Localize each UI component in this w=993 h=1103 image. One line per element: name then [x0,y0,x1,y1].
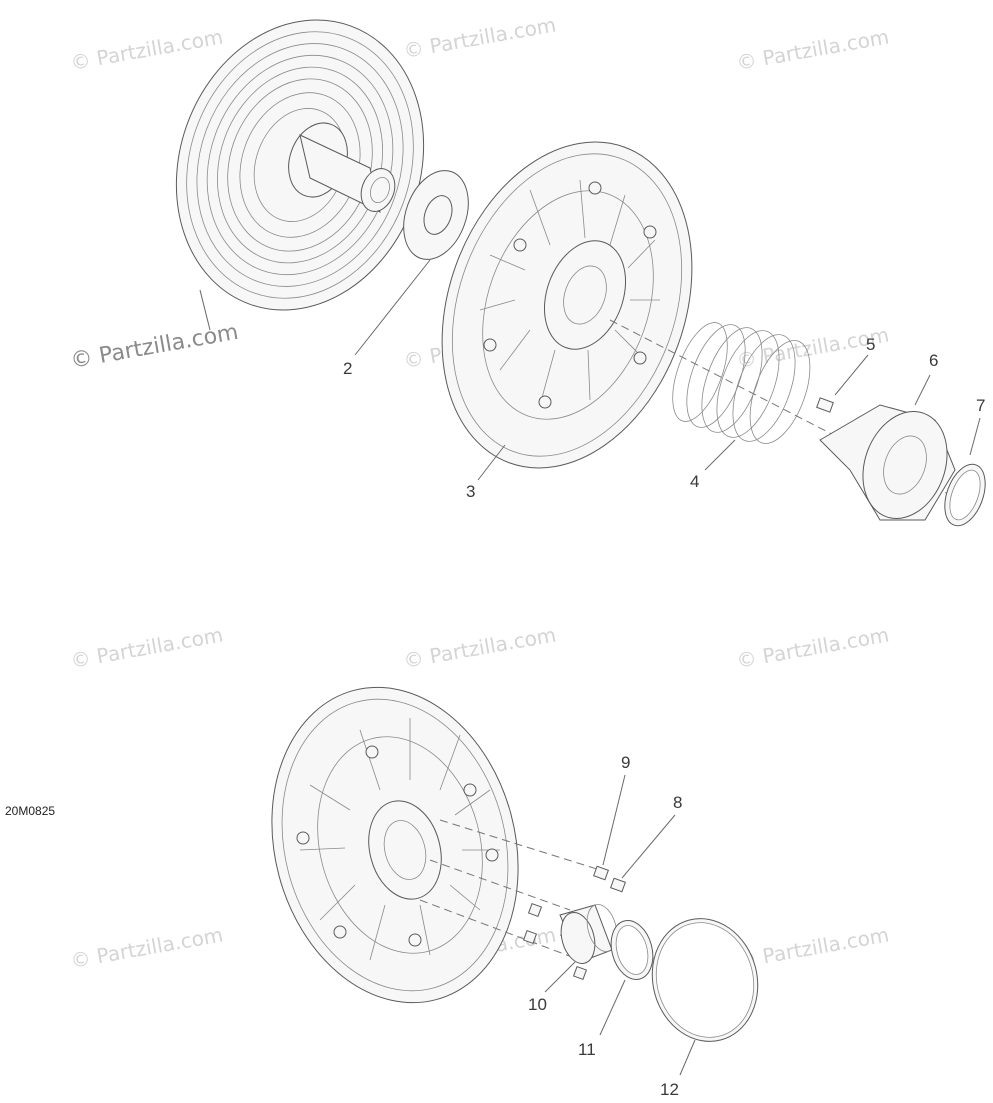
washer-part-2 [403,170,469,260]
watermark: © Partzilla.com [69,320,241,374]
watermark: © Partzilla.com [735,622,891,672]
retaining-ring-part-7 [944,463,986,527]
diagram-code: 20M0825 [5,804,55,818]
callout-2: 2 [343,359,352,378]
watermark: © Partzilla.com [402,622,558,672]
callout-9: 9 [621,753,630,772]
watermark: © Partzilla.com [735,24,891,74]
movable-sheave-part-3 [441,141,693,469]
large-ring-part-12 [651,918,759,1042]
cam-part-6 [819,404,956,521]
snap-ring-part-11 [610,920,654,980]
callout-11: 11 [578,1040,596,1059]
watermark: © Partzilla.com [402,12,558,62]
callout-10: 10 [528,995,547,1014]
callout-12: 12 [660,1080,679,1099]
callout-3: 3 [466,482,475,501]
callout-6: 6 [929,351,938,370]
sheave-rear-view [271,686,519,1004]
callout-4: 4 [690,472,699,491]
slider-button-part-9 [593,865,609,881]
watermark: © Partzilla.com [69,622,225,672]
callout-5: 5 [866,335,875,354]
callout-8: 8 [673,793,682,812]
slider-button-part-8 [610,877,626,893]
watermark: © Partzilla.com [69,922,225,972]
watermark: © Partzilla.com [735,922,891,972]
fixed-sheave-disc [175,19,425,311]
bushing-part-10 [559,904,618,964]
watermark: © Partzilla.com [69,24,225,74]
button-piece [522,929,538,945]
button-piece [572,965,588,981]
spring-part-4 [672,322,811,444]
callout-7: 7 [976,396,985,415]
slider-button-part-5 [816,397,834,413]
button-piece [527,902,543,918]
